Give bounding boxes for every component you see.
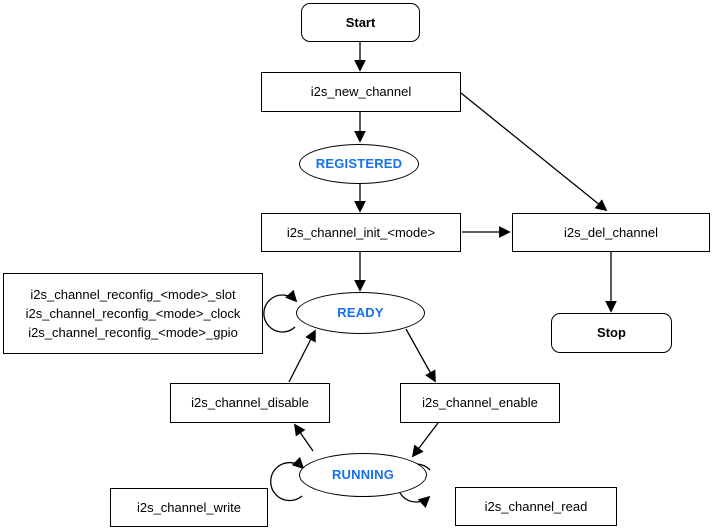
edge-running-to-disable bbox=[294, 423, 314, 452]
state-registered-label: REGISTERED bbox=[315, 156, 403, 172]
node-stop: Stop bbox=[551, 313, 672, 353]
node-i2s-channel-read-label: i2s_channel_read bbox=[484, 498, 588, 514]
node-start: Start bbox=[301, 3, 420, 42]
edge-new-channel-to-del-channel bbox=[460, 92, 608, 212]
node-i2s-del-channel-label: i2s_del_channel bbox=[564, 224, 658, 240]
edge-ready-to-enable bbox=[405, 328, 436, 383]
node-i2s-del-channel: i2s_del_channel bbox=[512, 213, 710, 252]
node-i2s-new-channel-label: i2s_new_channel bbox=[310, 84, 412, 100]
node-i2s-channel-init: i2s_channel_init_<mode> bbox=[261, 213, 461, 252]
state-ready: READY bbox=[296, 292, 425, 334]
reconfig-clock-label: i2s_channel_reconfig_<mode>_clock bbox=[25, 306, 241, 321]
node-reconfig-functions: i2s_channel_reconfig_<mode>_slot i2s_cha… bbox=[3, 273, 263, 354]
state-registered: REGISTERED bbox=[299, 144, 419, 184]
node-stop-label: Stop bbox=[597, 325, 626, 341]
node-start-label: Start bbox=[345, 14, 376, 30]
node-i2s-channel-write: i2s_channel_write bbox=[110, 488, 268, 527]
node-i2s-channel-enable: i2s_channel_enable bbox=[400, 383, 560, 423]
node-i2s-channel-read: i2s_channel_read bbox=[455, 487, 617, 526]
node-i2s-channel-disable-label: i2s_channel_disable bbox=[191, 395, 309, 411]
edge-enable-to-running bbox=[411, 422, 439, 458]
reconfig-slot-label: i2s_channel_reconfig_<mode>_slot bbox=[30, 287, 236, 302]
node-i2s-new-channel: i2s_new_channel bbox=[261, 72, 461, 112]
edge-disable-to-ready bbox=[288, 329, 316, 383]
ready-self-loop bbox=[263, 289, 298, 333]
node-i2s-channel-enable-label: i2s_channel_enable bbox=[422, 395, 538, 411]
node-i2s-channel-disable: i2s_channel_disable bbox=[170, 383, 330, 423]
state-running: RUNNING bbox=[299, 453, 427, 497]
reconfig-gpio-label: i2s_channel_reconfig_<mode>_gpio bbox=[28, 325, 238, 340]
node-i2s-channel-write-label: i2s_channel_write bbox=[136, 499, 242, 515]
state-ready-label: READY bbox=[337, 305, 384, 321]
state-running-label: RUNNING bbox=[331, 467, 395, 483]
running-self-loop-left bbox=[270, 456, 305, 502]
node-i2s-channel-init-label: i2s_channel_init_<mode> bbox=[286, 224, 436, 240]
